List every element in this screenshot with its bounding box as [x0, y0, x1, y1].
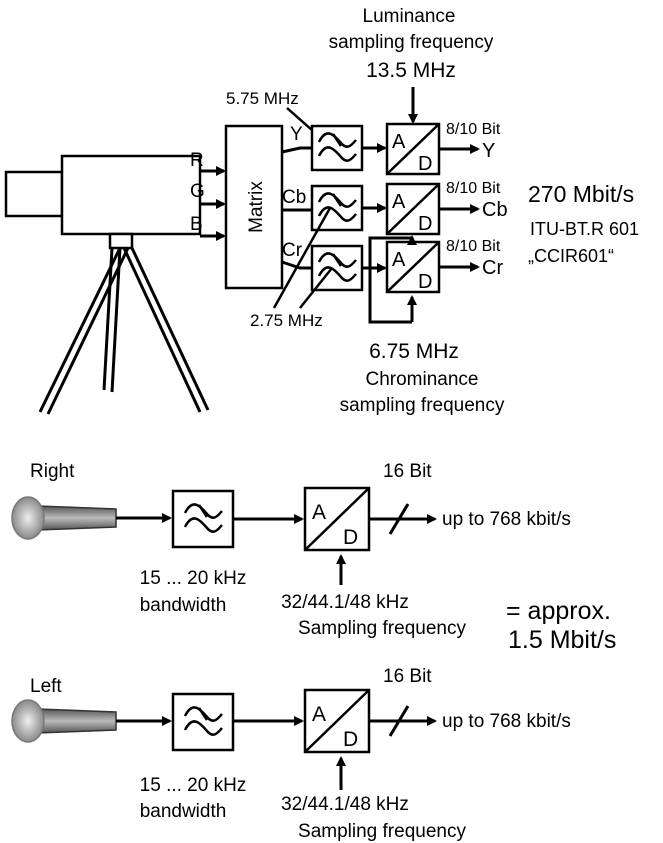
luminance-sampling-label: sampling frequency	[329, 32, 494, 53]
ad-converter-cb: A D	[385, 182, 441, 236]
out-cr-label: Cr	[482, 257, 503, 279]
left-output-rate: up to 768 kbit/s	[442, 711, 571, 732]
cr-bits: 8/10 Bit	[446, 238, 501, 255]
channel-cr-label: Cr	[282, 240, 303, 261]
left-channel-label: Left	[30, 676, 62, 697]
left-lowpass-filter	[171, 692, 235, 752]
ad-cb-d: D	[418, 213, 432, 235]
chroma-frequency: 6.75 MHz	[369, 340, 459, 363]
left-bits: 16 Bit	[383, 666, 432, 687]
left-bandwidth-label: bandwidth	[140, 801, 227, 822]
y-wire	[281, 146, 312, 154]
right-ad-converter: A D	[303, 486, 371, 552]
matrix-block	[224, 124, 284, 290]
chroma-label: Chrominance	[366, 369, 479, 390]
left-bus-slash	[388, 705, 410, 737]
camera-icon	[4, 154, 210, 415]
luminance-label: Luminance	[363, 6, 456, 27]
out-cb-label: Cb	[482, 199, 508, 221]
matrix-label: Matrix	[246, 181, 267, 233]
channel-cb-label: Cb	[282, 187, 306, 208]
right-sampling-label: Sampling frequency	[298, 618, 466, 639]
channel-y-label: Y	[290, 124, 303, 145]
ad-converter-cr: A D	[385, 240, 441, 294]
lowpass-filter-y	[310, 124, 364, 172]
right-lowpass-filter	[171, 489, 235, 549]
cr-wire	[281, 260, 312, 270]
left-sampling-label: Sampling frequency	[298, 821, 466, 842]
right-bits: 16 Bit	[383, 461, 432, 482]
luminance-frequency: 13.5 MHz	[366, 59, 456, 82]
microphone-icon	[11, 496, 117, 540]
right-bandwidth-label: bandwidth	[140, 595, 227, 616]
chroma-clock-wire	[368, 236, 412, 324]
left-bandwidth-range: 15 ... 20 kHz	[140, 775, 247, 796]
microphone-icon	[11, 699, 117, 743]
right-output-rate: up to 768 kbit/s	[442, 509, 571, 530]
ad-cb-a: A	[392, 191, 406, 213]
left-sampling-rates: 32/44.1/48 kHz	[281, 794, 409, 815]
audio-right-section: Right A D 16 Bit up to 768 kbit/s 15 ...…	[11, 461, 571, 639]
filter-c-pointer-cb	[272, 207, 332, 309]
cb-bits: 8/10 Bit	[446, 180, 501, 197]
right-channel-label: Right	[30, 461, 75, 482]
filter-c-frequency: 2.75 MHz	[250, 311, 323, 330]
right-bandwidth-range: 15 ... 20 kHz	[140, 568, 247, 589]
ad-y-a: A	[392, 131, 406, 153]
right-ad-a: A	[312, 501, 326, 524]
video-standard: ITU-BT.R 601	[530, 219, 639, 239]
ad-converter-y: A D	[385, 122, 441, 176]
lowpass-filter-cb	[310, 184, 364, 232]
input-r-label: R	[190, 150, 204, 171]
filter-y-frequency: 5.75 MHz	[226, 89, 299, 108]
total-rate-value: 1.5 Mbit/s	[508, 626, 616, 654]
total-rate-prefix: = approx.	[506, 597, 611, 625]
out-y-label: Y	[482, 140, 495, 162]
ad-cr-a: A	[392, 249, 406, 271]
left-ad-converter: A D	[303, 688, 371, 754]
y-bits: 8/10 Bit	[446, 121, 501, 138]
left-ad-d: D	[343, 728, 358, 751]
filter-c-pointer-cr	[299, 267, 333, 309]
video-section: Luminance sampling frequency 13.5 MHz R …	[4, 6, 639, 416]
input-b-label: B	[190, 214, 203, 235]
input-g-label: G	[190, 181, 205, 202]
right-sampling-rates: 32/44.1/48 kHz	[281, 592, 409, 613]
video-rate: 270 Mbit/s	[528, 181, 634, 207]
audio-left-section: Left A D 16 Bit up to 768 kbit/s 15 ... …	[11, 666, 571, 842]
left-ad-a: A	[312, 703, 326, 726]
right-ad-d: D	[343, 526, 358, 549]
right-bus-slash	[388, 503, 410, 535]
video-standard-alias: „CCIR601“	[528, 246, 614, 266]
ad-y-d: D	[418, 153, 432, 175]
chroma-sampling-label: sampling frequency	[340, 395, 505, 416]
ad-cr-d: D	[418, 271, 432, 293]
